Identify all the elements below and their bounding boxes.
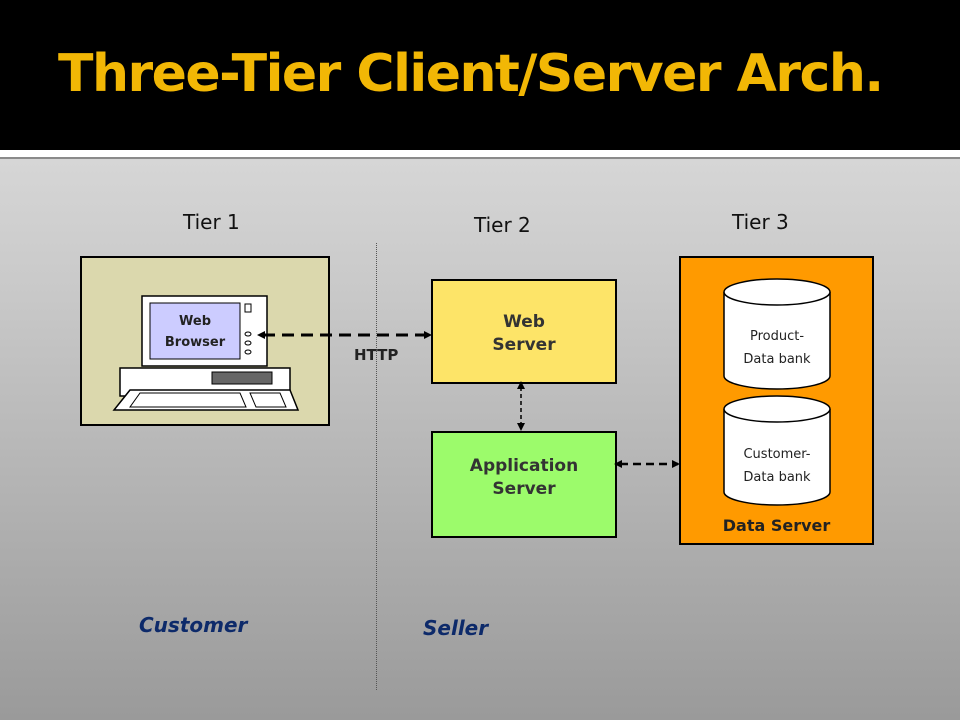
slide-title: Three-Tier Client/Server Arch. [58, 44, 884, 104]
application-server-label-line1: Application [469, 456, 579, 476]
web-server-label-line1: Web [503, 312, 545, 332]
database-group: Product- Data bank Customer- Data bank [723, 278, 831, 506]
product-database-label-line2: Data bank [743, 352, 811, 367]
tier-1-label: Tier 1 [183, 210, 240, 234]
monitor-screen [149, 302, 241, 360]
keyboard-keys [129, 392, 247, 408]
monitor-label-line1: Web [179, 314, 211, 329]
web-server-box: Web Server [431, 279, 617, 384]
keyboard-keypad [249, 392, 287, 408]
monitor-knob-icon [244, 331, 252, 337]
monitor-knob-icon [244, 340, 252, 346]
customer-database-icon: Customer- Data bank [723, 395, 831, 506]
customer-label: Customer [139, 613, 248, 637]
seller-label: Seller [423, 616, 489, 640]
application-server-label: Application Server [433, 455, 615, 501]
tier-3-label: Tier 3 [732, 210, 789, 234]
customer-database-label-line1: Customer- [743, 447, 810, 462]
data-server-box: Product- Data bank Customer- Data bank D… [679, 256, 874, 545]
http-label: HTTP [354, 346, 399, 364]
title-bar: Three-Tier Client/Server Arch. [0, 0, 960, 150]
product-database-icon: Product- Data bank [723, 278, 831, 390]
monitor-button-icon [244, 303, 252, 313]
application-server-box: Application Server [431, 431, 617, 538]
title-rule [0, 150, 960, 159]
customer-seller-divider [376, 243, 377, 690]
disk-drive-icon [211, 371, 273, 385]
data-server-label: Data Server [722, 516, 831, 535]
monitor-knob-icon [244, 349, 252, 355]
tier-2-label: Tier 2 [474, 213, 531, 237]
client-box: Web Browser [80, 256, 330, 426]
monitor-label-line2: Browser [165, 335, 226, 350]
web-server-label: Web Server [433, 311, 615, 357]
application-server-label-line2: Server [492, 479, 556, 499]
web-server-label-line2: Server [492, 335, 556, 355]
computer-icon: Web Browser [112, 295, 300, 411]
customer-database-label-line2: Data bank [743, 470, 811, 485]
product-database-label-line1: Product- [750, 329, 804, 344]
